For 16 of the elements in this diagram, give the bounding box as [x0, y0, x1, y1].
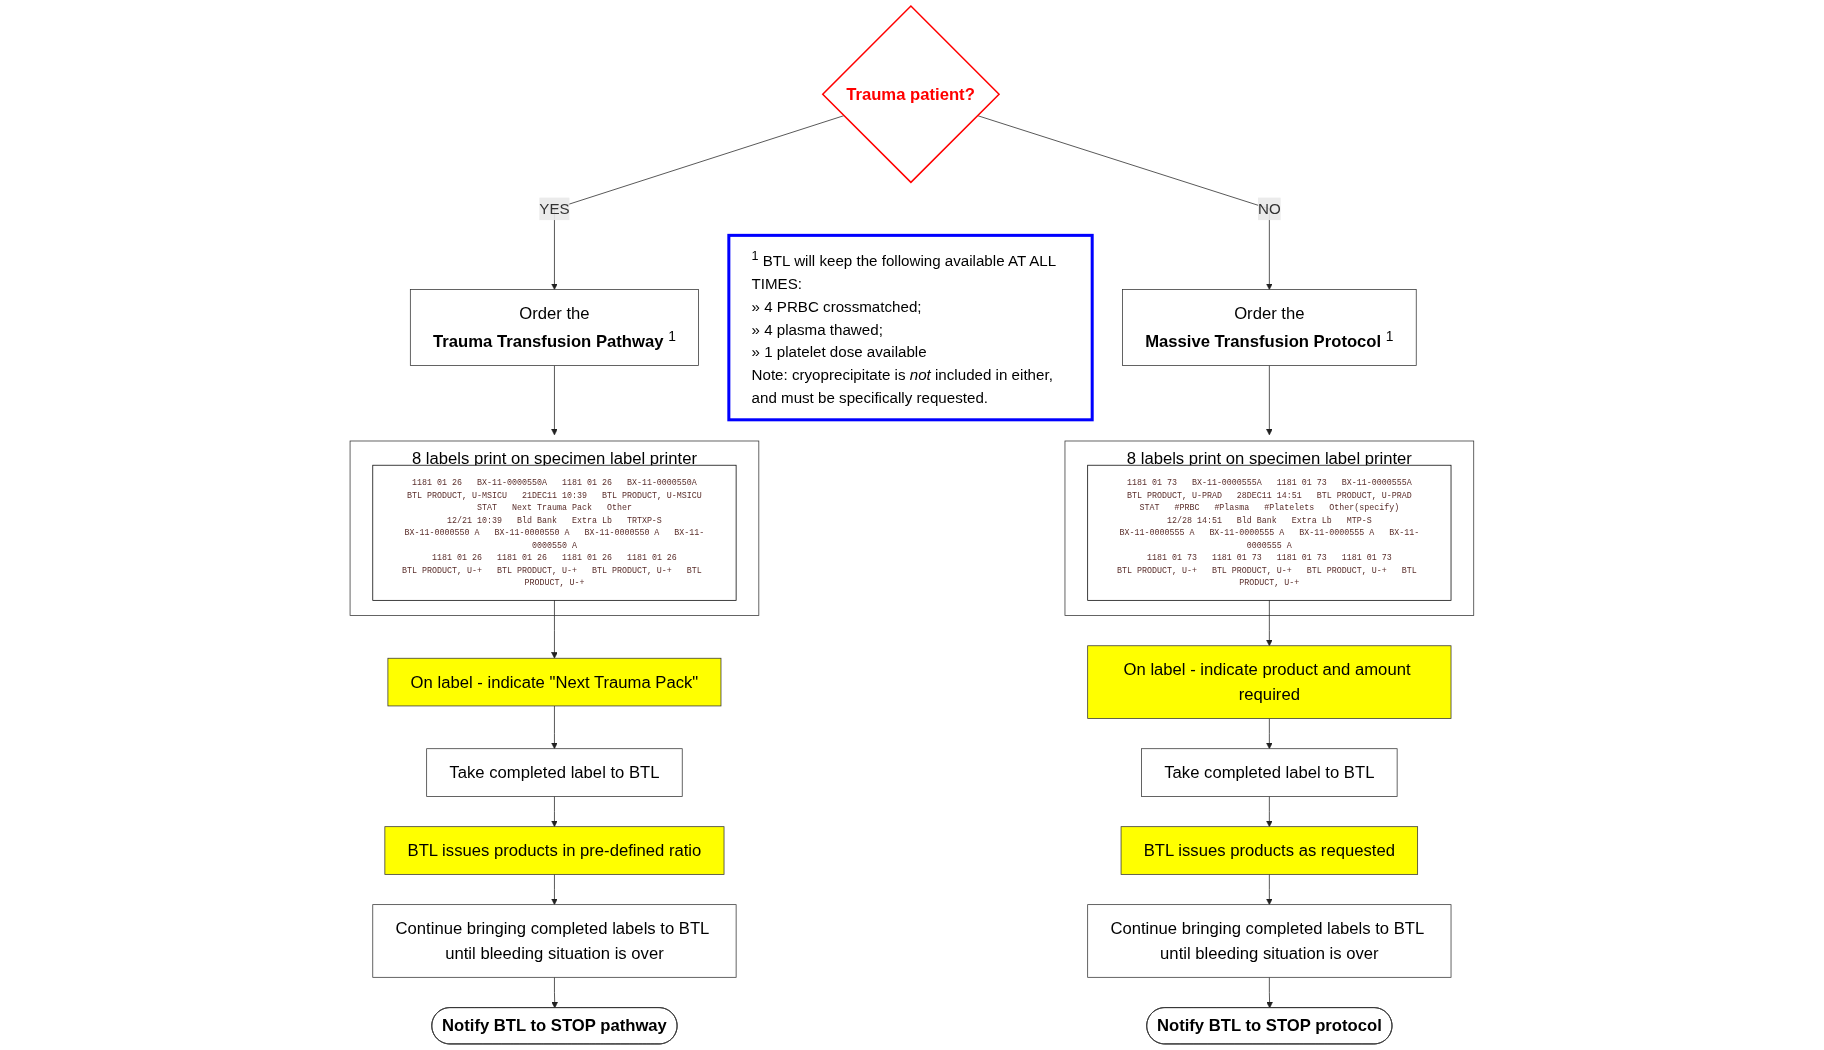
node-box: BTL issues products in pre-defined ratio [384, 826, 725, 875]
edge-label: NO [1258, 200, 1281, 218]
node-box: $^{1}$ BTL will keep the following available AT ALL TIMES: » 4 PRBC crossmatched; » 4 plasma thawed; » 1 platelet dose available Note: cryoprecipitate is not included in either, and must be specifically requested. [727, 233, 1094, 422]
node-box: Order the Trauma Transfusion Pathway $^{1}$ [410, 289, 700, 366]
node-box: Continue bringing completed labels to BTL until bleeding situation is over [1087, 904, 1452, 978]
node-box: Continue bringing completed labels to BTL until bleeding situation is over [372, 904, 737, 978]
node-box: On label - indicate "Next Trauma Pack" [387, 657, 722, 707]
node-box: Order the Massive Transfusion Protocol $^{1}$ [1122, 289, 1417, 366]
node-box: Take completed label to BTL [426, 748, 683, 797]
node-diamond: Trauma patient? [821, 5, 1001, 184]
node-box: Take completed label to BTL [1141, 748, 1398, 797]
node-box: BTL issues products as requested [1120, 826, 1419, 875]
node-box: 1181 01 73 BX-11-0000555A 1181 01 73 BX-11-0000555A BTL PRODUCT, U-PRAD 28DEC11 14:51 BTL PRODUCT, U-PRAD STAT #PRBC #Plasma #Platelets Other(specify) 12/28 14:51 Bld Bank Extra Lb MTP-S BX-11-0000555 A BX-11-0000555 A BX-11-0000555 A BX-11-0000555 A 1181 01 73 1181 01 73 1181 01 73 1181 01 73 BTL PRODUCT, U-+ BTL PRODUCT, U-+ BTL PRODUCT, U-+ BTL PRODUCT, U-+ [1087, 464, 1452, 601]
node-box: 1181 01 26 BX-11-0000550A 1181 01 26 BX-11-0000550A BTL PRODUCT, U-MSICU 21DEC11 10:39 BTL PRODUCT, U-MSICU STAT Next Trauma Pack Other 12/21 10:39 Bld Bank Extra Lb TRTXP-S BX-11-0000550 A BX-11-0000550 A BX-11-0000550 A BX-11-0000550 A 1181 01 26 1181 01 26 1181 01 26 1181 01 26 BTL PRODUCT, U-+ BTL PRODUCT, U-+ BTL PRODUCT, U-+ BTL PRODUCT, U-+ [372, 464, 737, 601]
edge-label: YES [539, 200, 570, 218]
node-box: On label - indicate product and amount required [1087, 645, 1452, 719]
